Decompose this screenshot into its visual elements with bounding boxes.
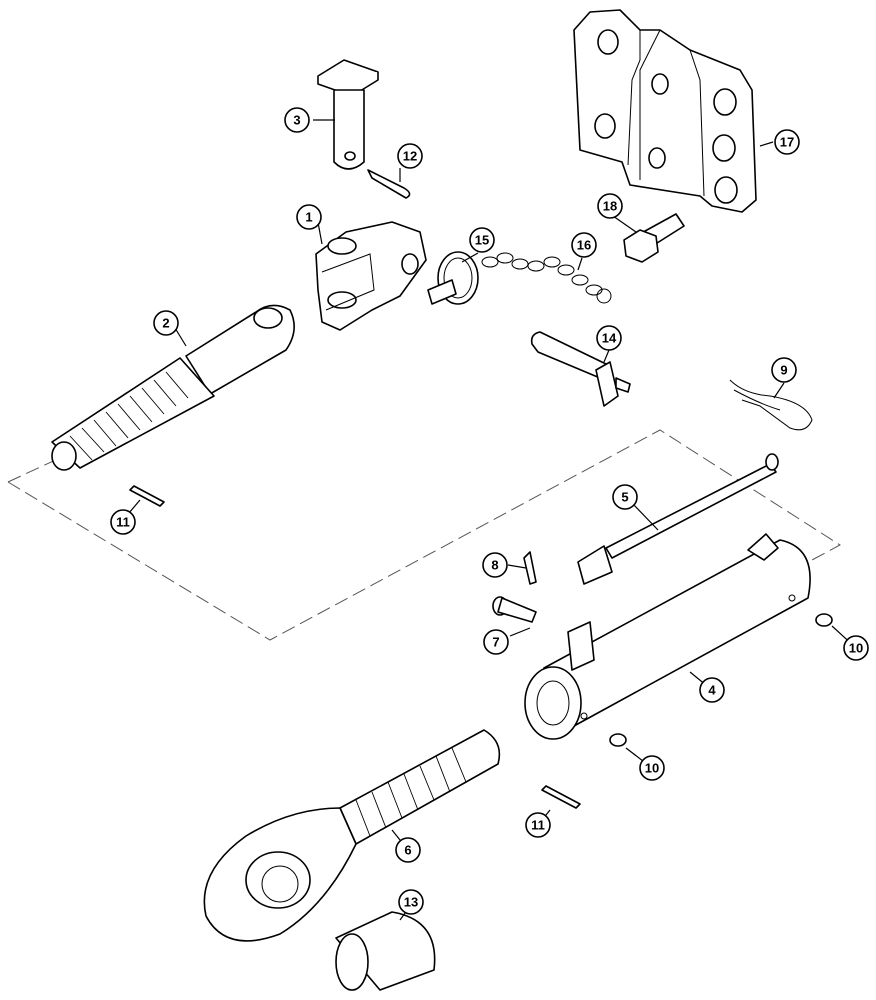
part-16-chain [481, 252, 612, 304]
callout-15: 15 [469, 227, 495, 253]
part-4-cylinder-body [524, 533, 811, 740]
svg-text:3: 3 [293, 113, 300, 128]
callout-10-lower: 10 [639, 755, 665, 781]
svg-text:12: 12 [403, 149, 417, 164]
callout-7: 7 [483, 629, 509, 655]
callout-18: 18 [597, 193, 623, 219]
callout-6: 6 [395, 837, 421, 863]
part-3-pin [317, 59, 379, 170]
svg-text:2: 2 [162, 316, 169, 331]
part-7-clevis-pin [492, 596, 537, 623]
callout-8: 8 [482, 552, 508, 578]
part-10-grease-nipple-lower [609, 733, 627, 747]
callout-16: 16 [571, 232, 597, 258]
leader-lines [122, 119, 857, 921]
svg-text:15: 15 [475, 233, 489, 248]
svg-text:5: 5 [621, 490, 628, 505]
callout-11-upper: 11 [110, 509, 136, 535]
part-5-long-pin [577, 453, 779, 585]
callout-17: 17 [774, 129, 800, 155]
part-11-roll-pin-upper [129, 485, 165, 507]
part-13-bushing [335, 911, 436, 991]
part-2-threaded-tube [51, 304, 295, 471]
callout-12: 12 [397, 143, 423, 169]
part-11-roll-pin-lower [541, 785, 581, 809]
part-1-clevis-yoke [315, 221, 427, 331]
svg-text:7: 7 [492, 635, 499, 650]
callout-4: 4 [699, 677, 725, 703]
svg-text:10: 10 [849, 641, 863, 656]
svg-text:10: 10 [645, 761, 659, 776]
svg-text:13: 13 [404, 895, 418, 910]
svg-text:11: 11 [116, 515, 130, 530]
callout-11-lower: 11 [525, 812, 551, 838]
svg-text:17: 17 [780, 135, 794, 150]
svg-text:4: 4 [708, 683, 716, 698]
part-10-grease-nipple-right [815, 613, 833, 627]
part-8-cotter-pin [523, 551, 537, 585]
callout-1: 1 [296, 204, 322, 230]
callout-9: 9 [771, 357, 797, 383]
callout-13: 13 [398, 889, 424, 915]
svg-text:11: 11 [531, 818, 545, 833]
part-12-split-pin [367, 169, 411, 199]
callout-3: 3 [284, 107, 310, 133]
part-9-r-clip [729, 379, 813, 431]
svg-text:16: 16 [577, 238, 591, 253]
svg-text:8: 8 [491, 558, 498, 573]
svg-text:14: 14 [602, 331, 617, 346]
callout-2: 2 [153, 310, 179, 336]
callout-14: 14 [596, 325, 622, 351]
callout-10-right: 10 [843, 635, 869, 661]
svg-text:9: 9 [780, 363, 787, 378]
part-17-mounting-bracket [573, 9, 757, 213]
part-14-plate-pin [530, 331, 631, 407]
part-6-threaded-eye-end [203, 729, 501, 942]
svg-text:6: 6 [404, 843, 411, 858]
callout-5: 5 [612, 484, 638, 510]
svg-text:1: 1 [305, 210, 312, 225]
svg-text:18: 18 [603, 199, 617, 214]
part-18-bolt [623, 213, 685, 263]
part-15-lynch-pin [427, 251, 479, 305]
